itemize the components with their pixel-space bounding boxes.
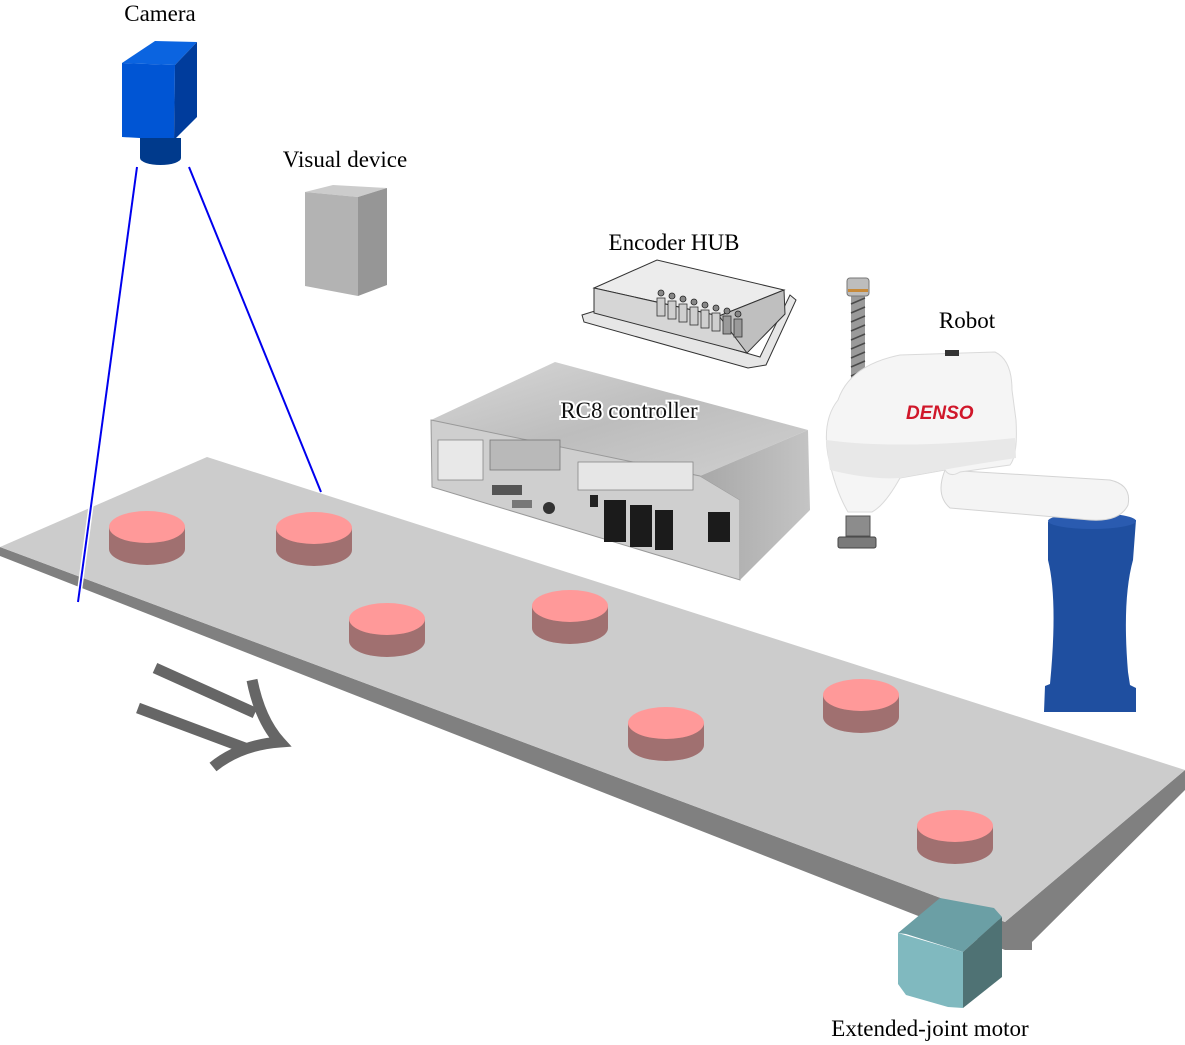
encoder-port-connector bbox=[712, 304, 720, 312]
shaft-thread bbox=[850, 297, 866, 305]
workpiece-top bbox=[276, 512, 352, 544]
robot-brand-logo: DENSO bbox=[906, 403, 974, 424]
camera-top-face bbox=[122, 41, 197, 65]
db-connector bbox=[492, 485, 522, 495]
conveyor bbox=[0, 457, 1185, 950]
robot-arm-2 bbox=[940, 469, 1130, 521]
serial-connector bbox=[512, 500, 532, 508]
arrow-shaft-lower bbox=[136, 702, 247, 754]
vent-panel bbox=[437, 439, 484, 481]
workpiece bbox=[276, 512, 352, 566]
arrow-shaft-upper bbox=[152, 662, 258, 719]
io-terminal-2 bbox=[630, 505, 652, 547]
workpiece-top bbox=[628, 707, 704, 739]
workpiece bbox=[349, 603, 425, 657]
workpiece-top bbox=[823, 679, 899, 711]
label-strip bbox=[577, 461, 694, 491]
shaft-thread bbox=[850, 306, 866, 314]
view-line-right bbox=[188, 166, 322, 493]
round-connector bbox=[543, 502, 555, 514]
workpiece bbox=[109, 511, 185, 565]
encoder-port bbox=[700, 309, 710, 329]
encoder-port-connector bbox=[734, 310, 742, 318]
encoder-port bbox=[678, 303, 688, 323]
controller-front-panel bbox=[437, 439, 730, 550]
encoder-hub-label: Encoder HUB bbox=[609, 230, 740, 255]
camera-field-of-view bbox=[75, 166, 322, 603]
camera-label: Camera bbox=[124, 1, 196, 26]
camera bbox=[122, 41, 197, 165]
robot: DENSO bbox=[825, 277, 1136, 712]
encoder-port-connector bbox=[701, 301, 709, 309]
power-switch bbox=[590, 495, 598, 507]
workpiece-top bbox=[109, 511, 185, 543]
motor-top bbox=[898, 898, 1002, 952]
visual-device-front bbox=[305, 192, 358, 296]
robot-base-column bbox=[1044, 520, 1136, 712]
io-terminal-3 bbox=[655, 510, 673, 550]
robot-label: Robot bbox=[939, 308, 996, 333]
power-inlet bbox=[708, 512, 730, 542]
workpiece bbox=[532, 590, 608, 644]
workpiece bbox=[917, 810, 993, 864]
encoder-port-connector bbox=[690, 298, 698, 306]
conveyor-front-edge bbox=[0, 547, 1005, 950]
visual-device-side bbox=[358, 188, 387, 296]
encoder-port-connector bbox=[668, 292, 676, 300]
shaft-thread bbox=[850, 324, 866, 332]
encoder-port bbox=[722, 315, 732, 335]
visual-device bbox=[305, 185, 387, 296]
encoder-port-connector bbox=[657, 289, 665, 297]
workpiece bbox=[823, 679, 899, 733]
robot-tool-flange bbox=[845, 515, 871, 537]
motor-front bbox=[898, 933, 963, 1008]
encoder-port bbox=[656, 297, 666, 317]
conveyor-direction-arrow bbox=[136, 662, 292, 772]
camera-lens-bottom bbox=[140, 151, 181, 165]
extended-joint-motor-label: Extended-joint motor bbox=[831, 1016, 1029, 1041]
visual-device-top bbox=[305, 185, 387, 197]
card-slot bbox=[489, 439, 561, 471]
shaft-thread bbox=[850, 315, 866, 323]
workpieces bbox=[109, 511, 993, 864]
encoder-port bbox=[711, 312, 721, 332]
rc8-controller-label: RC8 controller bbox=[560, 398, 698, 423]
encoder-port-connector bbox=[679, 295, 687, 303]
io-terminal-1 bbox=[604, 500, 626, 542]
conveyor-surface bbox=[0, 457, 1185, 922]
robot-tool-plate bbox=[837, 536, 877, 549]
motor-side bbox=[963, 917, 1002, 1008]
hub-ports bbox=[656, 289, 743, 338]
controller-top bbox=[431, 362, 808, 476]
camera-side-face bbox=[174, 42, 197, 140]
encoder-port-connector bbox=[723, 307, 731, 315]
robot-top-connector bbox=[945, 350, 959, 356]
rc8-controller bbox=[430, 362, 810, 581]
shaft-top-ring bbox=[848, 289, 868, 292]
shaft-thread bbox=[850, 360, 866, 368]
workpiece-top bbox=[349, 603, 425, 635]
shaft-top-cap bbox=[846, 277, 870, 297]
visual-device-label: Visual device bbox=[283, 147, 407, 172]
workpiece-top bbox=[917, 810, 993, 842]
arrow-head bbox=[209, 678, 292, 772]
extended-joint-motor bbox=[898, 898, 1002, 1008]
encoder-port bbox=[689, 306, 699, 326]
workpiece-top bbox=[532, 590, 608, 622]
view-line-left bbox=[77, 166, 138, 603]
encoder-port bbox=[667, 300, 677, 320]
camera-front-face bbox=[122, 63, 175, 140]
conveyor-right-edge bbox=[1005, 770, 1185, 950]
shaft-thread bbox=[850, 351, 866, 359]
robot-body-shade bbox=[826, 438, 1016, 479]
shaft-thread bbox=[850, 333, 866, 341]
encoder-port bbox=[733, 318, 743, 338]
shaft-thread bbox=[850, 342, 866, 350]
controller-side bbox=[700, 430, 810, 580]
workpiece bbox=[628, 707, 704, 761]
encoder-hub bbox=[581, 259, 797, 369]
